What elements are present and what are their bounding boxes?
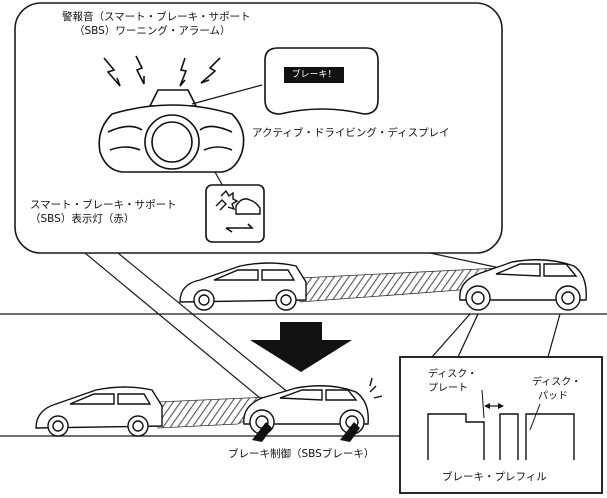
brake-control-label: ブレーキ制御（SBSブレーキ） (228, 448, 375, 460)
display-message: ブレーキ！ (291, 70, 337, 80)
indicator-label: スマート・ブレーキ・サポート （SBS）表示灯（赤） (30, 198, 177, 226)
disc-pad-label: ディスク・ パッド (532, 376, 581, 404)
warning-sound-line2: （SBS）ワーニング・アラーム） (74, 25, 231, 37)
lead-vehicle-top (179, 262, 307, 311)
disc-plate-label: ディスク・ プレート (428, 368, 477, 396)
active-driving-display (264, 47, 379, 115)
indicator-line2: （SBS）表示灯（赤） (30, 213, 135, 225)
indicator-line1: スマート・ブレーキ・サポート (30, 199, 177, 211)
display-label: アクティブ・ドライビング・ディスプレイ (252, 127, 450, 139)
own-vehicle-top (459, 259, 587, 311)
lead-vehicle-bottom (35, 386, 163, 437)
road (0, 313, 607, 437)
disc-pad-line1: ディスク・ (532, 377, 582, 388)
disc-pad-line2: パッド (538, 391, 568, 402)
warning-sound-line1: 警報音（スマート・ブレーキ・サポート (62, 11, 251, 23)
instrument-cluster (98, 84, 263, 189)
warning-sound-icon (103, 55, 221, 87)
disc-plate-line1: ディスク・ (428, 369, 478, 380)
callout-box (14, 2, 503, 399)
prefill-label: ブレーキ・プレフィル (442, 471, 547, 483)
down-arrow (250, 322, 352, 372)
brake-prefill-inset (399, 313, 603, 494)
disc-plate-line2: プレート (428, 383, 468, 394)
sbs-indicator-icon (205, 184, 265, 243)
warning-sound-label: 警報音（スマート・ブレーキ・サポート （SBS）ワーニング・アラーム） (62, 10, 251, 38)
own-vehicle-bottom (243, 377, 383, 442)
